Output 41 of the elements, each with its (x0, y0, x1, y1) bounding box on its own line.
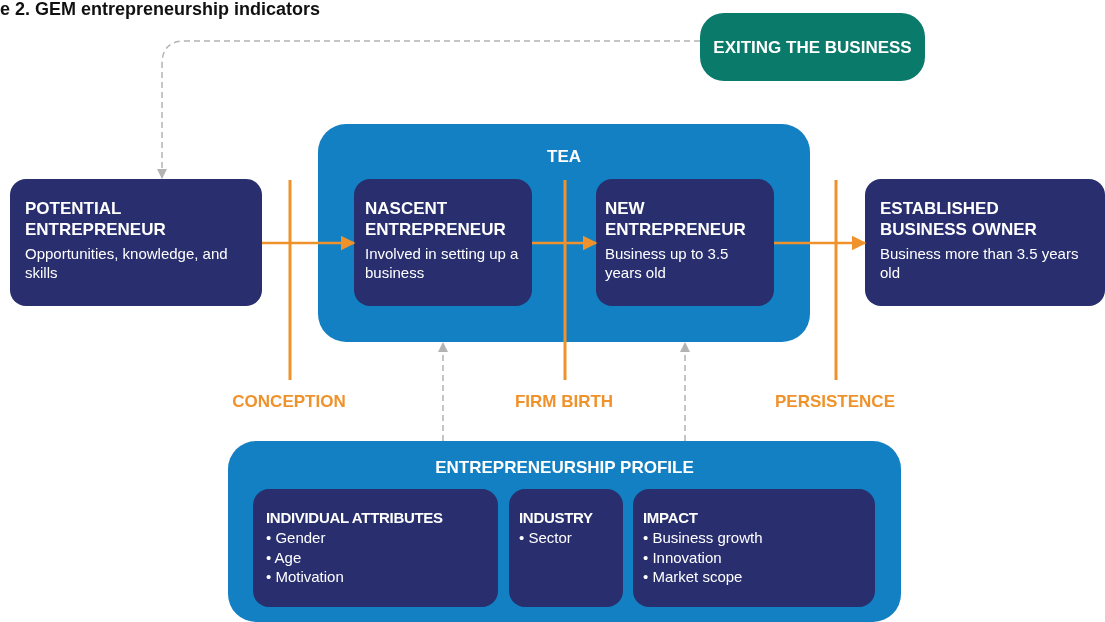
node-heading: ENTREPRENEURSHIP PROFILE (434, 457, 695, 478)
stage-box (354, 179, 532, 306)
list-item: • Innovation (643, 547, 723, 567)
list-item: • Market scope (643, 567, 744, 587)
node-description: Opportunities, knowledge, and skills (25, 244, 229, 282)
stage-box (865, 179, 1105, 306)
stage-box (10, 179, 262, 306)
node-heading: INDUSTRY (519, 508, 594, 528)
group-panel (318, 124, 810, 342)
stage-label: FIRM BIRTH (514, 392, 614, 412)
node-description: Business up to 3.5 years old (605, 244, 730, 282)
stage-label: PERSISTENCE (775, 392, 895, 412)
list-item: • Gender (266, 528, 327, 548)
list-item: • Business growth (643, 528, 764, 548)
node-heading: INDIVIDUAL ATTRIBUTES (266, 508, 444, 528)
category-box (253, 489, 498, 607)
stage-box (596, 179, 774, 306)
stage-label: CONCEPTION (232, 392, 346, 412)
node-heading: EXITING THE BUSINESS (713, 36, 912, 58)
node-heading: NASCENT ENTREPRENEUR (365, 198, 507, 240)
arrow (156, 40, 701, 180)
figure-title: e 2. GEM entrepreneurship indicators (0, 0, 321, 20)
arrow (774, 235, 867, 251)
arrow (532, 235, 598, 251)
list-item: • Motivation (266, 567, 345, 587)
arrow (262, 235, 356, 251)
category-box (633, 489, 875, 607)
node-heading: ESTABLISHED BUSINESS OWNER (880, 198, 1038, 240)
exit-box (700, 13, 925, 81)
node-heading: NEW ENTREPRENEUR (605, 198, 747, 240)
node-description: Involved in setting up a business (365, 244, 520, 282)
list-item: • Age (266, 547, 303, 567)
group-panel (228, 441, 901, 622)
list-item: • Sector (519, 528, 573, 548)
arrow (437, 341, 449, 442)
node-heading: TEA (546, 146, 582, 167)
node-heading: IMPACT (643, 508, 699, 528)
category-box (509, 489, 623, 607)
node-heading: POTENTIAL ENTREPRENEUR (25, 198, 167, 240)
node-description: Business more than 3.5 years old (880, 244, 1080, 282)
arrow (679, 341, 691, 442)
